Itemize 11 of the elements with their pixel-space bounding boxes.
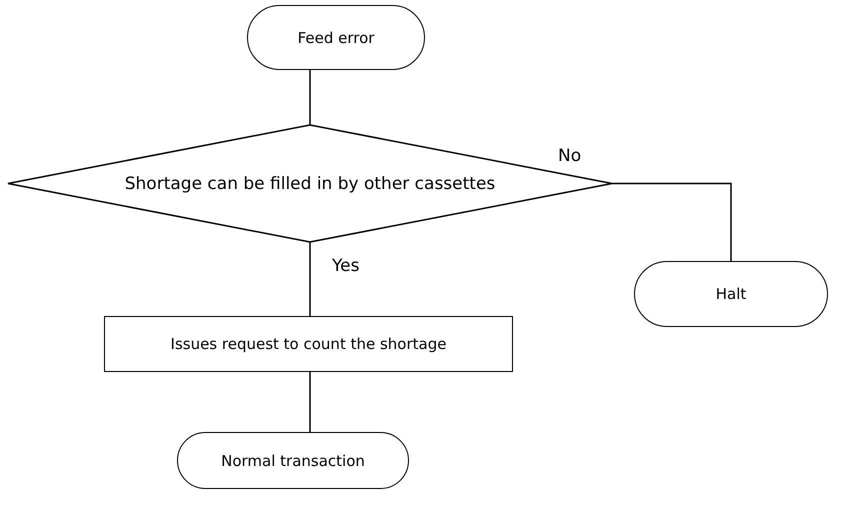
node-label: Issues request to count the shortage [170,335,446,353]
connector-line [309,70,311,125]
process-box [104,316,513,372]
connector-line [309,242,311,316]
node-label: Halt [716,285,746,303]
decision-diamond [8,125,612,242]
node-label: Normal transaction [221,452,365,470]
node-label: Feed error [298,28,374,46]
node-label: Shortage can be filled in by other cassettes [124,174,496,194]
connector-line [309,372,311,432]
connector-line [612,182,732,261]
